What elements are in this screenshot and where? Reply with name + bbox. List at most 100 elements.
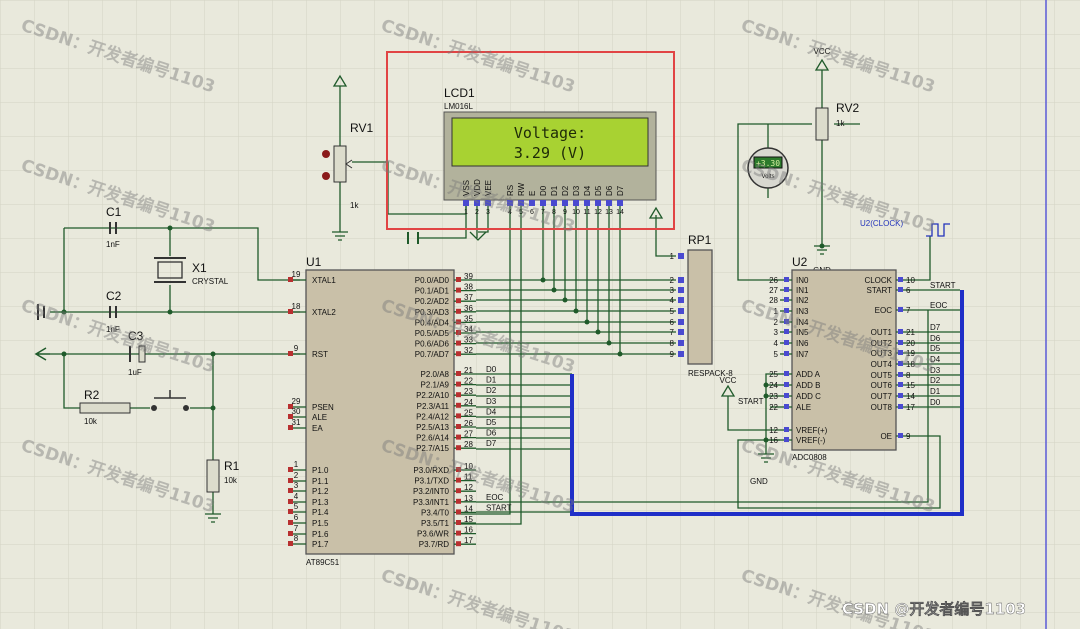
c3[interactable]: C3 1uF bbox=[128, 329, 146, 377]
rv2-value: 1k bbox=[836, 119, 845, 128]
u2-pin-marker bbox=[898, 361, 903, 366]
u2-pin-name: OUT2 bbox=[871, 339, 893, 348]
voltmeter[interactable]: +3.30 Volts bbox=[747, 147, 789, 189]
lcd-pin-stub bbox=[551, 200, 557, 206]
u1-pin-name: P0.4/AD4 bbox=[415, 318, 450, 327]
u2-pin-number: 12 bbox=[769, 426, 778, 435]
u1-pin-name: P1.5 bbox=[312, 519, 329, 528]
u1-pin-name: EA bbox=[312, 424, 323, 433]
u1-pin-number: 12 bbox=[464, 483, 473, 492]
u2-net-label: D2 bbox=[930, 376, 941, 385]
u1-pin-number: 28 bbox=[464, 440, 473, 449]
u2-pin-name: IN7 bbox=[796, 350, 809, 359]
clock-label: U2(CLOCK) bbox=[860, 219, 903, 228]
u1-mcu[interactable]: U1 AT89C51 19XTAL118XTAL29RST29PSEN30ALE… bbox=[288, 255, 512, 567]
lcd-pin-number: 3 bbox=[486, 209, 490, 216]
lcd-pin-name: D6 bbox=[605, 185, 614, 196]
u2-pin-name: IN6 bbox=[796, 339, 809, 348]
lcd-pin-stub bbox=[573, 200, 579, 206]
u1-pin-name: P3.7/RD bbox=[419, 540, 449, 549]
u1-pin-marker bbox=[288, 351, 293, 356]
rp1-pin-stub bbox=[678, 277, 684, 283]
clock-wave-icon bbox=[926, 223, 950, 237]
u2-pin-marker bbox=[898, 393, 903, 398]
u2-pin-name: START bbox=[867, 286, 893, 295]
u1-pin-name: P0.2/AD2 bbox=[415, 297, 450, 306]
rv1[interactable]: RV1 1k bbox=[322, 74, 373, 241]
lcd-pin-stub bbox=[562, 200, 568, 206]
u1-pin-name: XTAL2 bbox=[312, 308, 336, 317]
u2-pin-number: 10 bbox=[906, 276, 915, 285]
u1-pin-marker bbox=[288, 509, 293, 514]
u2-pin-name: VREF(+) bbox=[796, 426, 828, 435]
u1-pin-name: P3.5/T1 bbox=[421, 519, 450, 528]
u1-pin-name: P3.2/INT0 bbox=[413, 487, 450, 496]
u1-pin-marker bbox=[288, 404, 293, 409]
lcd-pin-name: D5 bbox=[594, 185, 603, 196]
u2-pin-marker bbox=[784, 393, 789, 398]
u2-pin-marker bbox=[898, 340, 903, 345]
u2-pin-marker bbox=[898, 382, 903, 387]
u1-pin-number: 14 bbox=[464, 504, 473, 513]
u2-pin-marker bbox=[898, 372, 903, 377]
u2-pin-number: 21 bbox=[906, 328, 915, 337]
u2-pin-marker bbox=[784, 382, 789, 387]
lcd-frame bbox=[386, 51, 675, 230]
lcd-pin-number: 7 bbox=[541, 209, 545, 216]
r1-ground-icon bbox=[205, 513, 221, 523]
c2[interactable]: C2 1nF bbox=[106, 289, 122, 334]
rv1-ground-icon bbox=[332, 231, 348, 241]
u1-pin-name: P1.7 bbox=[312, 540, 329, 549]
x1-value: CRYSTAL bbox=[192, 277, 229, 286]
u1-net-label: D7 bbox=[486, 439, 497, 448]
u1-pin-name: P3.1/TXD bbox=[414, 477, 449, 486]
u1-pin-name: P0.3/AD3 bbox=[415, 308, 450, 317]
lcd-vdd-arrow-icon bbox=[469, 231, 487, 241]
lcd-line-2: 3.29 (V) bbox=[514, 144, 586, 162]
adc-start-label: START bbox=[738, 397, 764, 406]
u2-pin-name: OUT1 bbox=[871, 328, 893, 337]
vcc-arrow-icon bbox=[34, 347, 50, 361]
u1-pin-name: P0.7/AD7 bbox=[415, 350, 450, 359]
u2-pin-number: 22 bbox=[769, 403, 778, 412]
u2-pin-name: OE bbox=[880, 432, 892, 441]
u1-net-label: D6 bbox=[486, 429, 497, 438]
u1-ref: U1 bbox=[306, 255, 322, 269]
u2-pin-number: 4 bbox=[774, 339, 779, 348]
u1-pin-number: 39 bbox=[464, 272, 473, 281]
u2-pin-marker bbox=[898, 350, 903, 355]
u1-pin-number: 38 bbox=[464, 283, 473, 292]
u1-pin-number: 3 bbox=[294, 481, 299, 490]
u2-pin-name: IN5 bbox=[796, 328, 809, 337]
u2-pin-number: 6 bbox=[906, 286, 911, 295]
u1-pin-marker bbox=[288, 531, 293, 536]
u1-pin-name: P2.7/A15 bbox=[416, 444, 449, 453]
r2[interactable]: R2 10k bbox=[79, 388, 131, 426]
u1-pin-number: 6 bbox=[294, 513, 299, 522]
c1[interactable]: C1 1nF bbox=[106, 205, 122, 249]
u1-pin-number: 27 bbox=[464, 430, 473, 439]
u2-pin-name: CLOCK bbox=[864, 276, 892, 285]
adc-vcc-arrow-icon bbox=[720, 384, 736, 397]
lcd-pin-number: 5 bbox=[519, 209, 523, 216]
u1-net-label: START bbox=[486, 503, 512, 512]
lcd-pin-name: D3 bbox=[572, 185, 581, 196]
u2-pin-number: 14 bbox=[906, 392, 915, 401]
lcd-pin-name: VEE bbox=[484, 180, 493, 196]
r1[interactable]: R1 10k bbox=[205, 459, 240, 523]
u1-pin-number: 5 bbox=[294, 502, 299, 511]
reset-button[interactable] bbox=[151, 390, 189, 411]
rp1-pin-stub bbox=[678, 340, 684, 346]
c1-value: 1nF bbox=[106, 240, 120, 249]
u2-pin-name: IN0 bbox=[796, 276, 809, 285]
junctions bbox=[61, 225, 825, 443]
u2-pin-marker bbox=[898, 404, 903, 409]
u2-pin-number: 8 bbox=[906, 371, 911, 380]
u1-pin-number: 13 bbox=[464, 494, 473, 503]
clock-source[interactable]: U2(CLOCK) bbox=[860, 219, 950, 237]
x1-crystal[interactable]: X1 CRYSTAL bbox=[154, 257, 229, 286]
rp1-pin-stub bbox=[678, 351, 684, 357]
